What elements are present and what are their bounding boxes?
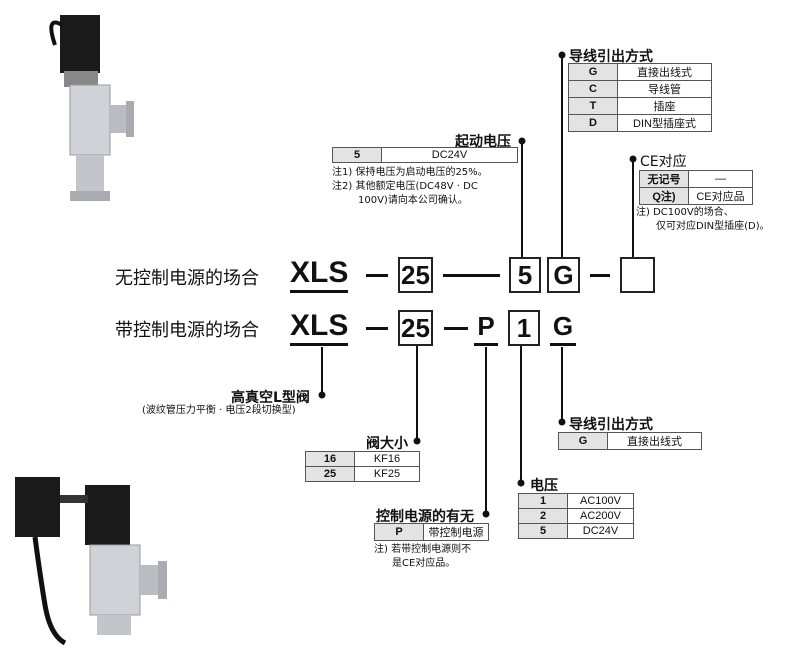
code: P (374, 523, 424, 541)
voltage-title: 电压 (530, 478, 558, 494)
lead-bottom-title: 导线引出方式 (569, 417, 653, 433)
control-power-title: 控制电源的有无 (376, 509, 474, 525)
code: Q注) (639, 187, 689, 205)
desc: — (688, 170, 753, 188)
valve-title: 高真空L型阀 (231, 390, 310, 406)
separator-dash (366, 274, 388, 277)
code: C (568, 80, 618, 98)
code-box-lead: G (547, 257, 580, 293)
start-voltage-title: 起动电压 (455, 134, 511, 150)
code-box-size: 25 (398, 257, 433, 293)
desc: 直接出线式 (617, 63, 712, 81)
separator-dash (590, 274, 610, 277)
lead-title: 导线引出方式 (569, 49, 653, 65)
code-lead: G (550, 309, 576, 346)
model-prefix: XLS (290, 309, 349, 346)
desc: AC200V (567, 508, 634, 524)
code: 5 (518, 523, 568, 539)
desc: 直接出线式 (607, 432, 702, 450)
code: G (568, 63, 618, 81)
note: 是CE对应品。 (392, 558, 456, 569)
note: 注) DC100V的场合、 (636, 207, 734, 218)
separator-dash (444, 327, 468, 330)
desc: AC100V (567, 493, 634, 509)
code-control-power: P (474, 309, 498, 346)
desc: 导线管 (617, 80, 712, 98)
note: 注) 若带控制电源则不 (374, 544, 472, 555)
row-label-with-control: 带控制电源的场合 (115, 320, 259, 341)
code: 5 (332, 147, 382, 163)
table-row: 无记号— (639, 170, 753, 188)
note: 仅可对应DIN型插座(D)。 (656, 221, 770, 232)
code: D (568, 114, 618, 132)
code: 16 (305, 451, 355, 467)
desc: CE对应品 (688, 187, 753, 205)
code: 2 (518, 508, 568, 524)
desc: DC24V (381, 147, 518, 163)
ce-title: CE对应 (640, 154, 687, 170)
note: 注2) 其他额定电压(DC48V · DC (332, 181, 478, 192)
code-box-voltage: 5 (509, 257, 541, 293)
model-prefix: XLS (290, 256, 349, 293)
ce-notes: 注) DC100V的场合、 仅可对应DIN型插座(D)。 (636, 206, 770, 234)
table-row: Q注)CE对应品 (639, 187, 753, 205)
start-voltage-notes: 注1) 保持电压为启动电压的25%。 注2) 其他额定电压(DC48V · DC… (332, 166, 488, 208)
desc: KF25 (354, 466, 420, 482)
valve-image-top (49, 15, 134, 201)
valve-subtitle: (波纹管压力平衡 · 电压2段切换型) (142, 405, 296, 416)
code: 无记号 (639, 170, 689, 188)
valve-image-bottom (15, 477, 167, 645)
valve-size-title: 阀大小 (366, 436, 408, 452)
code-box-voltage: 1 (508, 310, 540, 346)
note: 注1) 保持电压为启动电压的25%。 (332, 167, 488, 178)
desc: KF16 (354, 451, 420, 467)
row-label-no-control: 无控制电源的场合 (115, 268, 259, 289)
code: T (568, 97, 618, 115)
separator-dash (443, 274, 500, 277)
code-box-ce (620, 257, 655, 293)
note: 100V)请向本公司确认。 (358, 195, 468, 206)
code: 1 (518, 493, 568, 509)
desc: DIN型插座式 (617, 114, 712, 132)
desc: 带控制电源 (423, 523, 489, 541)
desc: 插座 (617, 97, 712, 115)
desc: DC24V (567, 523, 634, 539)
separator-dash (366, 327, 388, 330)
control-power-notes: 注) 若带控制电源则不 是CE对应品。 (374, 543, 471, 571)
code: 25 (305, 466, 355, 482)
ce-table: 无记号— Q注)CE对应品 (639, 170, 753, 205)
code-box-size: 25 (398, 310, 433, 346)
code: G (558, 432, 608, 450)
